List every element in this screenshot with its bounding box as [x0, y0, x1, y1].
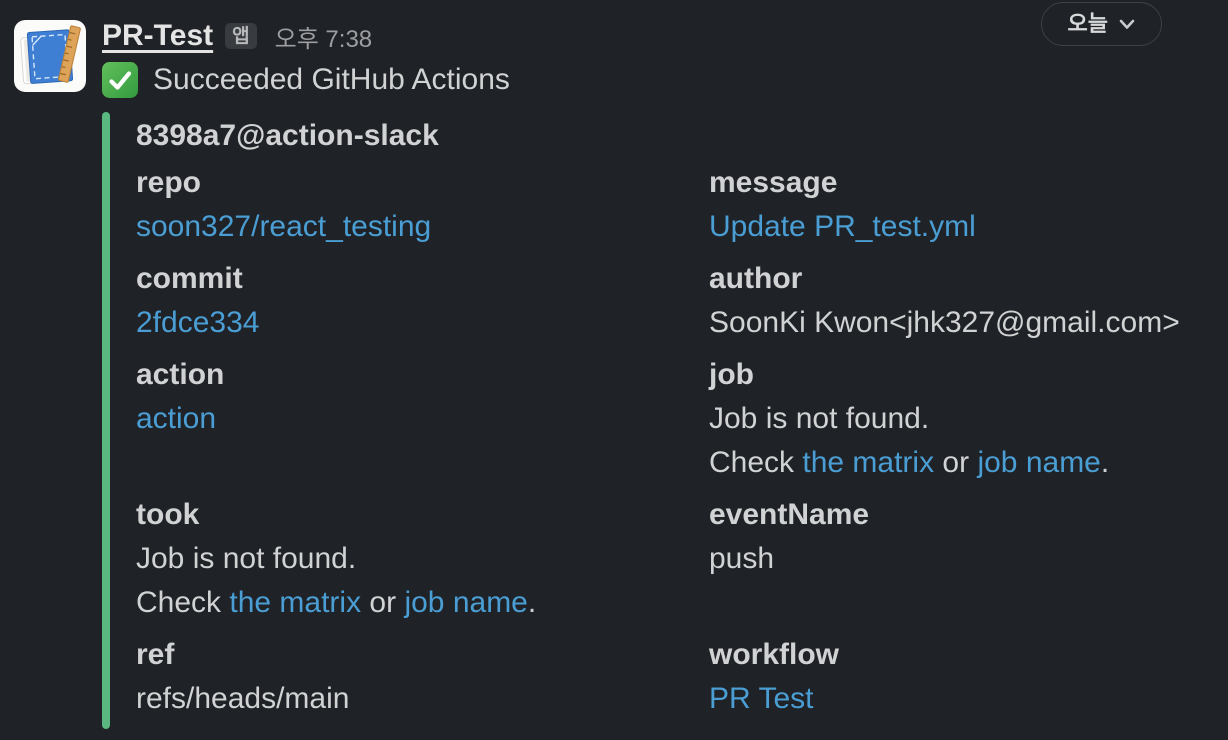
message-body: PR-Test 앱 오후 7:38 Succeeded GitHub Actio… [102, 14, 1228, 729]
field-text: Check [709, 446, 803, 479]
field-repo: repo soon327/react_testing [136, 161, 709, 249]
app-avatar[interactable] [14, 20, 86, 92]
status-row: Succeeded GitHub Actions [102, 58, 1228, 102]
field-link[interactable]: the matrix [229, 586, 362, 619]
field-link[interactable]: soon327/react_testing [136, 210, 432, 243]
field-label: ref [136, 638, 175, 671]
date-pill-label: 오늘 [1067, 11, 1108, 36]
blueprint-ruler-app-icon [14, 20, 86, 92]
field-text: Job is not found. [709, 402, 930, 435]
field-ref: ref refs/heads/main [136, 633, 709, 721]
field-link[interactable]: 2fdce334 [136, 306, 260, 339]
field-eventName: eventName push [709, 493, 1228, 625]
field-value: 2fdce334 [136, 301, 709, 345]
field-text: or [361, 586, 405, 619]
field-text: or [934, 446, 978, 479]
field-value: action [136, 397, 709, 441]
message-timestamp[interactable]: 오후 7:38 [274, 25, 373, 53]
field-commit: commit 2fdce334 [136, 257, 709, 345]
field-label: action [136, 358, 225, 391]
field-value: push [709, 537, 1228, 581]
field-value: soon327/react_testing [136, 205, 709, 249]
attachment-content: 8398a7@action-slack repo soon327/react_te… [110, 112, 1228, 729]
field-value: Update PR_test.yml [709, 205, 1228, 249]
field-label: commit [136, 262, 243, 295]
attachment: 8398a7@action-slack repo soon327/react_te… [102, 112, 1228, 729]
field-link[interactable]: action [136, 402, 217, 435]
attachment-color-bar [102, 112, 110, 729]
field-link[interactable]: job name [977, 446, 1101, 479]
field-label: message [709, 166, 838, 199]
field-link[interactable]: PR Test [709, 682, 814, 715]
field-action: action action [136, 353, 709, 485]
status-text: Succeeded GitHub Actions [153, 63, 510, 96]
field-value: SoonKi Kwon<jhk327@gmail.com> [709, 301, 1228, 345]
field-link[interactable]: job name [404, 586, 528, 619]
attachment-title: 8398a7@action-slack [136, 119, 439, 152]
field-text: SoonKi Kwon<jhk327@gmail.com> [709, 306, 1180, 339]
field-label: took [136, 498, 200, 531]
field-label: job [709, 358, 754, 391]
field-link[interactable]: the matrix [802, 446, 935, 479]
field-value: Job is not found. Check the matrix or job… [136, 537, 709, 625]
field-label: repo [136, 166, 202, 199]
field-workflow: workflow PR Test [709, 633, 1228, 721]
field-text: . [527, 586, 537, 619]
field-value: refs/heads/main [136, 677, 709, 721]
field-text: Job is not found. [136, 542, 357, 575]
field-text: Check [136, 586, 230, 619]
field-label: author [709, 262, 803, 295]
date-divider-pill[interactable]: 오늘 [1040, 2, 1162, 46]
field-text: push [709, 542, 775, 575]
app-badge: 앱 [225, 23, 257, 49]
field-value: Job is not found. Check the matrix or job… [709, 397, 1228, 485]
field-value: PR Test [709, 677, 1228, 721]
chevron-down-icon [1119, 19, 1135, 29]
message-header-row: PR-Test 앱 오후 7:38 [102, 14, 1228, 58]
field-label: workflow [709, 638, 840, 671]
field-text: refs/heads/main [136, 682, 350, 715]
app-name[interactable]: PR-Test [102, 19, 214, 52]
white-check-mark-emoji [102, 62, 138, 98]
field-text: . [1100, 446, 1110, 479]
field-label: eventName [709, 498, 870, 531]
field-link[interactable]: Update PR_test.yml [709, 210, 976, 243]
